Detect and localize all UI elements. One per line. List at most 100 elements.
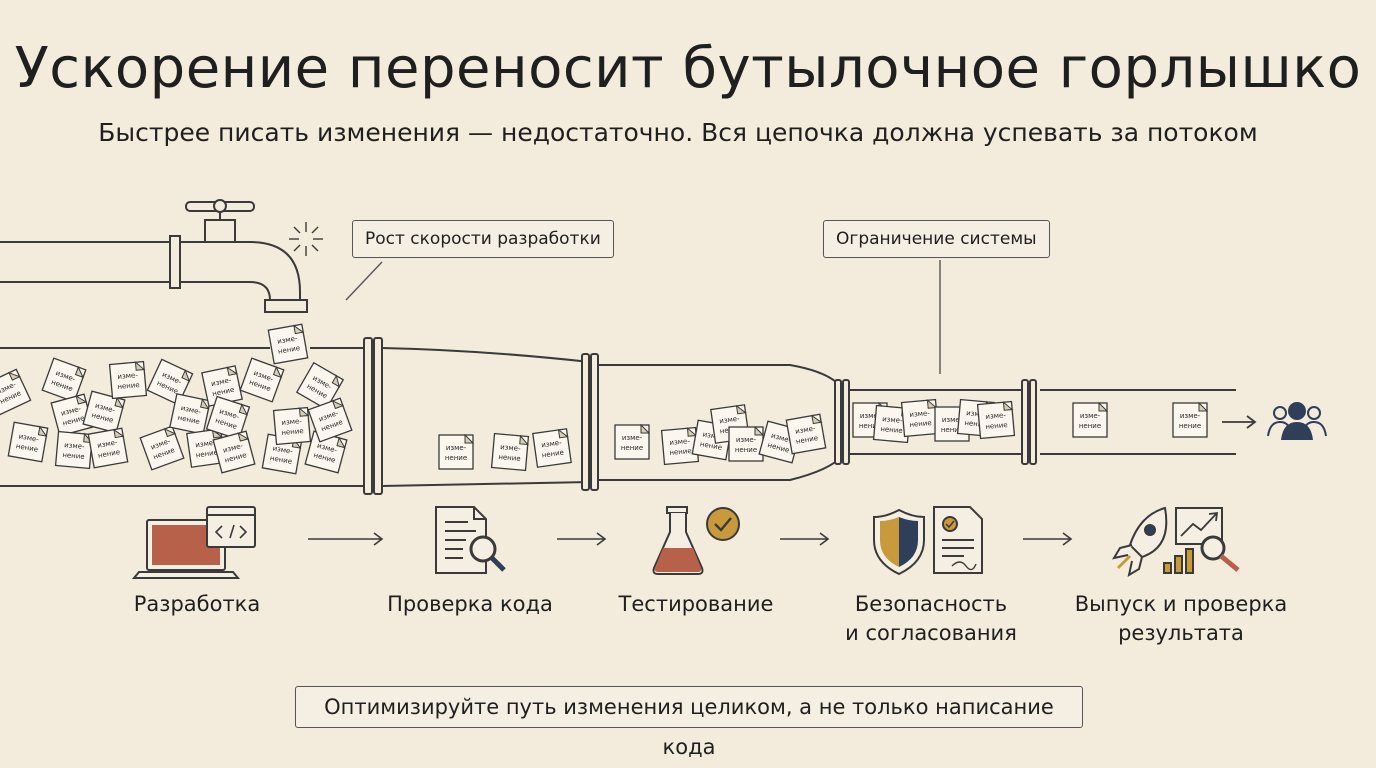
change-doc-6: изме-нение bbox=[82, 390, 126, 434]
svg-text:нение: нение bbox=[699, 440, 722, 452]
change-doc-32: изме-нение bbox=[785, 413, 827, 455]
arrow-2-icon bbox=[557, 532, 607, 546]
svg-text:изме-: изме- bbox=[942, 416, 963, 424]
change-doc-1: изме-нение bbox=[0, 368, 32, 416]
svg-text:нение: нение bbox=[62, 451, 85, 461]
change-doc-28: изме-нение bbox=[691, 419, 733, 461]
change-doc-7: изме-нение bbox=[87, 427, 129, 469]
svg-text:изме-: изме- bbox=[669, 437, 690, 447]
change-doc-8: изме-нение bbox=[108, 360, 148, 400]
svg-text:нение: нение bbox=[541, 448, 564, 459]
change-doc-11: изме-нение bbox=[169, 393, 211, 435]
change-doc-13: изме-нение bbox=[201, 365, 243, 407]
change-documents: изме-нениеизме-нениеизме-нениеизме-нение… bbox=[0, 323, 1208, 475]
change-doc-16: изме-нение bbox=[239, 357, 285, 403]
change-doc-27: изме-нение bbox=[660, 426, 700, 466]
svg-text:нение: нение bbox=[985, 421, 1008, 431]
svg-text:нение: нение bbox=[1179, 422, 1201, 430]
change-doc-2: изме-нение bbox=[7, 421, 49, 463]
change-doc-23: изме-нение bbox=[438, 434, 474, 470]
output-arrow bbox=[1222, 415, 1257, 429]
svg-text:изме-: изме- bbox=[702, 430, 724, 442]
svg-text:нение: нение bbox=[445, 454, 467, 462]
flask-check-icon bbox=[652, 506, 740, 575]
stage-label-testing: Тестирование bbox=[618, 592, 774, 616]
speed-callout: Рост скорости разработки bbox=[352, 220, 614, 258]
footer-message: Оптимизируйте путь изменения целиком, а … bbox=[295, 686, 1083, 759]
change-doc-22: изме-нение bbox=[307, 397, 353, 443]
svg-text:нение: нение bbox=[735, 446, 757, 454]
svg-text:изме-: изме- bbox=[195, 439, 217, 450]
limit-callout: Ограничение системы bbox=[823, 220, 1050, 258]
arrow-1-icon bbox=[308, 532, 384, 546]
change-doc-5: изме-нение bbox=[54, 430, 94, 470]
svg-text:нение: нение bbox=[15, 442, 38, 454]
svg-text:изме-: изме- bbox=[272, 444, 294, 456]
svg-text:изме-: изме- bbox=[719, 415, 741, 426]
change-doc-39: изме-нение bbox=[1072, 402, 1108, 438]
change-doc-12: изме-нение bbox=[186, 428, 226, 468]
page-title: Ускорение переносит бутылочное горлышко bbox=[14, 36, 1362, 101]
change-doc-20: изме-нение bbox=[296, 362, 344, 410]
change-doc-10: изме-нение bbox=[146, 358, 194, 406]
change-doc-36: изме-нение bbox=[934, 406, 970, 442]
svg-text:нение: нение bbox=[859, 422, 881, 430]
change-doc-14: изме-нение bbox=[205, 395, 251, 441]
svg-text:изме-: изме- bbox=[736, 436, 757, 444]
svg-text:изме-: изме- bbox=[966, 409, 987, 419]
svg-text:нение: нение bbox=[621, 444, 643, 452]
pipe-flanges bbox=[363, 337, 1037, 495]
change-doc-33: изме-нение bbox=[852, 402, 888, 438]
rocket-chart-icon bbox=[1111, 506, 1240, 578]
arrow-3-icon bbox=[780, 532, 830, 546]
arrow-4-icon bbox=[1023, 532, 1073, 546]
svg-text:изме-: изме- bbox=[541, 439, 563, 450]
faucet-icon bbox=[0, 199, 308, 313]
svg-text:изме-: изме- bbox=[281, 417, 302, 427]
change-doc-21: изме-нение bbox=[304, 430, 348, 474]
change-doc-9: изме-нение bbox=[139, 425, 185, 471]
change-doc-30: изме-нение bbox=[728, 426, 764, 462]
svg-text:нение: нение bbox=[880, 425, 903, 435]
svg-text:изме-: изме- bbox=[860, 412, 881, 420]
change-doc-40: изме-нение bbox=[1172, 402, 1208, 438]
svg-text:нение: нение bbox=[941, 426, 963, 434]
change-doc-18: изме-нение bbox=[267, 323, 309, 365]
speed-callout-leader bbox=[345, 261, 383, 301]
change-doc-15: изме-нение bbox=[212, 430, 256, 474]
svg-text:изме-: изме- bbox=[909, 409, 930, 419]
change-doc-24: изме-нение bbox=[490, 432, 530, 472]
change-doc-34: изме-нение bbox=[872, 404, 912, 444]
svg-text:нение: нение bbox=[281, 427, 304, 437]
svg-text:нение: нение bbox=[97, 448, 120, 460]
svg-text:нение: нение bbox=[909, 419, 932, 429]
pipe-outline bbox=[0, 347, 1236, 487]
change-doc-26: изме-нение bbox=[614, 424, 650, 460]
change-doc-4: изме-нение bbox=[50, 393, 94, 437]
svg-text:нение: нение bbox=[964, 419, 987, 429]
document-magnifier-icon bbox=[435, 506, 506, 574]
users-icon bbox=[1267, 402, 1327, 440]
svg-text:изме-: изме- bbox=[117, 371, 138, 381]
svg-text:нение: нение bbox=[498, 453, 521, 463]
svg-text:изме-: изме- bbox=[1080, 412, 1101, 420]
change-doc-37: изме-нение bbox=[956, 398, 996, 438]
change-doc-17: изме-нение bbox=[261, 433, 303, 475]
svg-text:нение: нение bbox=[1079, 422, 1101, 430]
svg-text:изме-: изме- bbox=[795, 424, 817, 436]
sparkle-icon bbox=[289, 222, 323, 256]
svg-text:нение: нение bbox=[795, 434, 818, 446]
change-doc-38: изме-нение bbox=[976, 400, 1016, 440]
change-doc-3: изме-нение bbox=[41, 357, 87, 403]
svg-text:нение: нение bbox=[195, 448, 218, 459]
svg-text:нение: нение bbox=[669, 447, 692, 457]
svg-text:изме-: изме- bbox=[622, 434, 643, 442]
svg-text:изме-: изме- bbox=[446, 444, 467, 452]
svg-text:изме-: изме- bbox=[985, 411, 1006, 421]
stage-label-development: Разработка bbox=[133, 592, 261, 616]
svg-text:изме-: изме- bbox=[500, 443, 521, 453]
change-doc-19: изме-нение bbox=[272, 406, 312, 446]
